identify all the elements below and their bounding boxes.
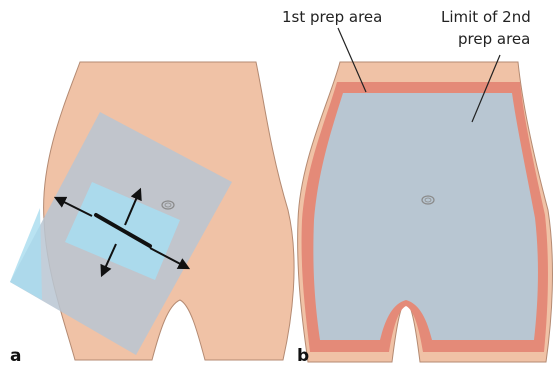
callout-limit-line2: prep area <box>458 30 530 48</box>
panel-a: a <box>10 62 294 366</box>
panel-label-a: a <box>10 346 21 366</box>
first-prep-area <box>313 93 538 340</box>
callout-limit-line1: Limit of 2nd <box>441 8 531 26</box>
prep-sheet-overhang <box>10 208 42 300</box>
panel-b: 1st prep area Limit of 2nd prep area b <box>282 8 552 366</box>
panel-label-b: b <box>297 346 309 366</box>
callout-first-prep: 1st prep area <box>282 8 382 26</box>
